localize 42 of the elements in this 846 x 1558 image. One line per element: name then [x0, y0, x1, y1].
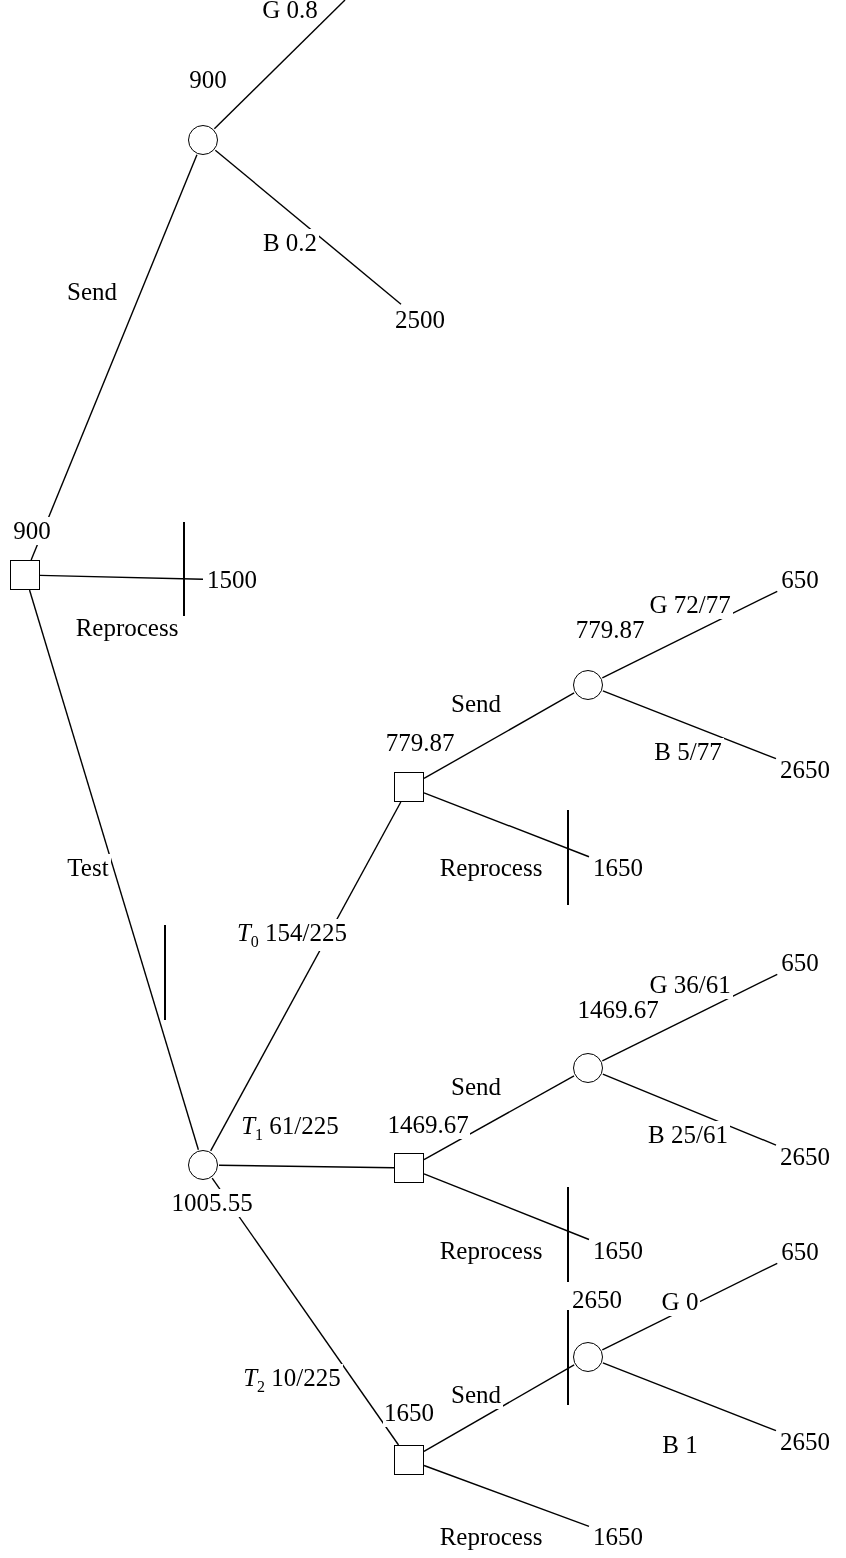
branch-line: [39, 574, 204, 580]
branch-line: [602, 1362, 777, 1432]
branch-line: [211, 1177, 400, 1446]
branch-line: [423, 1464, 590, 1527]
expected-value: 900: [12, 517, 52, 545]
decision-square: [394, 1153, 424, 1183]
chance-circle: [573, 1342, 603, 1372]
chance-circle: [188, 1150, 218, 1180]
payoff-value: 1650: [593, 854, 643, 882]
payoff-value: 2650: [780, 1143, 830, 1171]
payoff-value: 2500: [395, 306, 445, 334]
chance-circle: [573, 670, 603, 700]
branch-line: [213, 0, 346, 130]
decision-square: [10, 560, 40, 590]
payoff-value: 1650: [593, 1523, 643, 1551]
branch-line: [602, 1073, 777, 1146]
branch-line: [423, 1075, 575, 1161]
payoff-value: 650: [781, 949, 819, 977]
branch-line: [423, 692, 575, 780]
expected-value: 1005.55: [170, 1189, 254, 1217]
chance-circle: [188, 125, 218, 155]
branch-line: [214, 149, 402, 305]
edge-label: G 0.8: [260, 0, 320, 24]
payoff-value: 650: [781, 566, 819, 594]
payoff-value: 1650: [593, 1237, 643, 1265]
branch-line: [423, 1173, 590, 1241]
branch-line: [218, 1164, 395, 1169]
payoff-value: 650: [781, 1238, 819, 1266]
branch-line: [602, 690, 777, 760]
branch-line: [28, 589, 200, 1151]
payoff-value: 2650: [780, 756, 830, 784]
branch-line: [209, 801, 402, 1152]
chance-circle: [573, 1053, 603, 1083]
decision-square: [394, 1445, 424, 1475]
branch-line: [601, 590, 778, 679]
decision-square: [394, 772, 424, 802]
branch-line: [601, 973, 778, 1062]
payoff-value: 2650: [780, 1428, 830, 1456]
payoff-value: 1500: [207, 566, 257, 594]
branch-line: [423, 792, 590, 858]
branch-line: [423, 1364, 575, 1453]
branch-line: [30, 154, 198, 561]
